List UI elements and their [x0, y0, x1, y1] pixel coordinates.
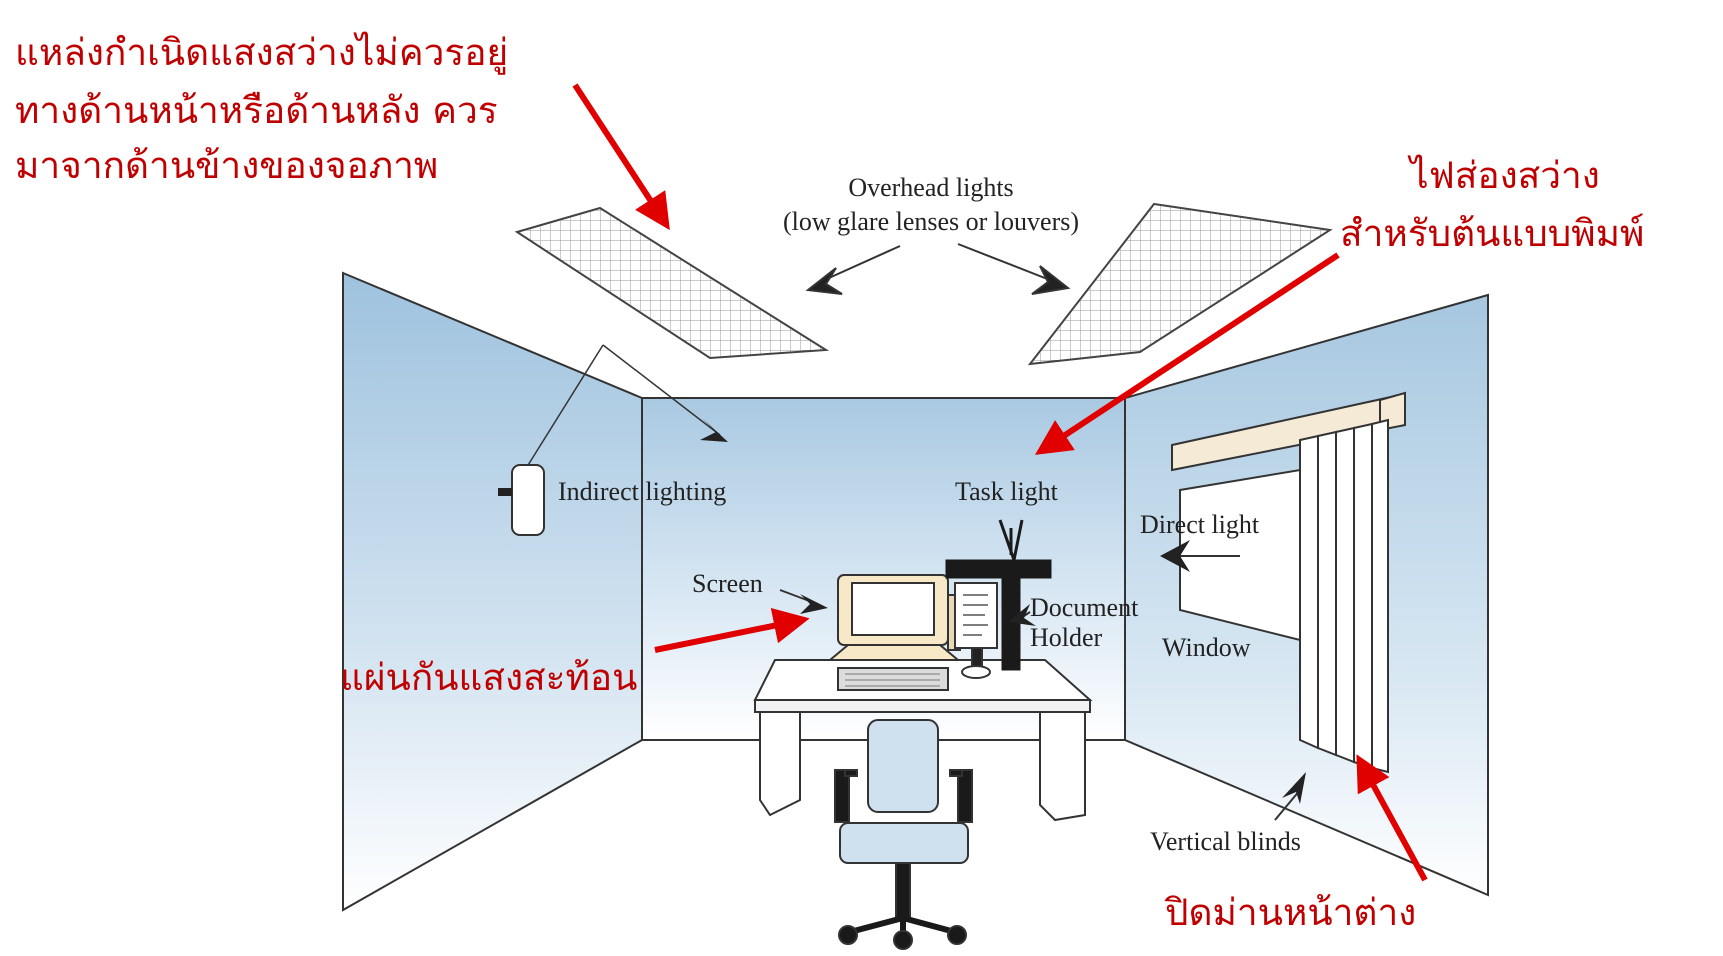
label-document: Document: [1030, 593, 1139, 622]
red-annotation-arrows: [572, 83, 1428, 882]
label-overhead-lights: Overhead lights: [848, 173, 1013, 202]
label-overhead-lights-sub: (low glare lenses or louvers): [783, 207, 1079, 236]
overhead-light-right: [1027, 202, 1333, 366]
left-wall: [342, 271, 643, 912]
annotation-task-lamp-line1: ไฟส่องสว่าง: [1407, 154, 1600, 197]
arrow-anti-glare: [654, 607, 810, 653]
computer-monitor: [827, 574, 961, 661]
annotation-task-lamp-line2: สำหรับต้นแบบพิมพ์: [1340, 212, 1644, 255]
arrow-task-light: [1034, 252, 1340, 455]
label-indirect-lighting: Indirect lighting: [558, 477, 726, 506]
direct-light-arrow: [1160, 540, 1240, 572]
arrow-light-source: [572, 83, 670, 231]
annotation-light-source-line2: ทางด้านหน้าหรือด้านหลัง ควร: [15, 89, 498, 132]
label-task-light: Task light: [955, 477, 1059, 506]
label-vertical-blinds: Vertical blinds: [1150, 827, 1301, 856]
blinds-pointer-arrow: [1274, 772, 1306, 821]
office-chair: [834, 719, 973, 950]
indirect-light-fixture: [498, 344, 728, 536]
annotation-anti-glare: แผ่นกันแสงสะท้อน: [340, 656, 637, 699]
annotation-light-source-line3: มาจากด้านข้างของจอภาพ: [15, 144, 438, 187]
document-holder: [954, 582, 998, 679]
annotation-close-curtain: ปิดม่านหน้าต่าง: [1164, 891, 1416, 934]
label-direct-light: Direct light: [1140, 510, 1260, 539]
arrow-curtain: [1356, 754, 1428, 882]
label-screen: Screen: [692, 569, 763, 598]
task-lamp: [945, 519, 1052, 671]
overhead-pointer-arrows: [805, 243, 1071, 295]
annotation-light-source-line1: แหล่งกำเนิดแสงสว่างไม่ควรอยู่: [15, 31, 508, 75]
label-window: Window: [1162, 633, 1251, 662]
vertical-blinds: [1299, 418, 1389, 774]
document-holder-arrow: [1008, 604, 1036, 626]
label-holder: Holder: [1030, 623, 1103, 652]
overhead-light-left: [514, 206, 830, 360]
